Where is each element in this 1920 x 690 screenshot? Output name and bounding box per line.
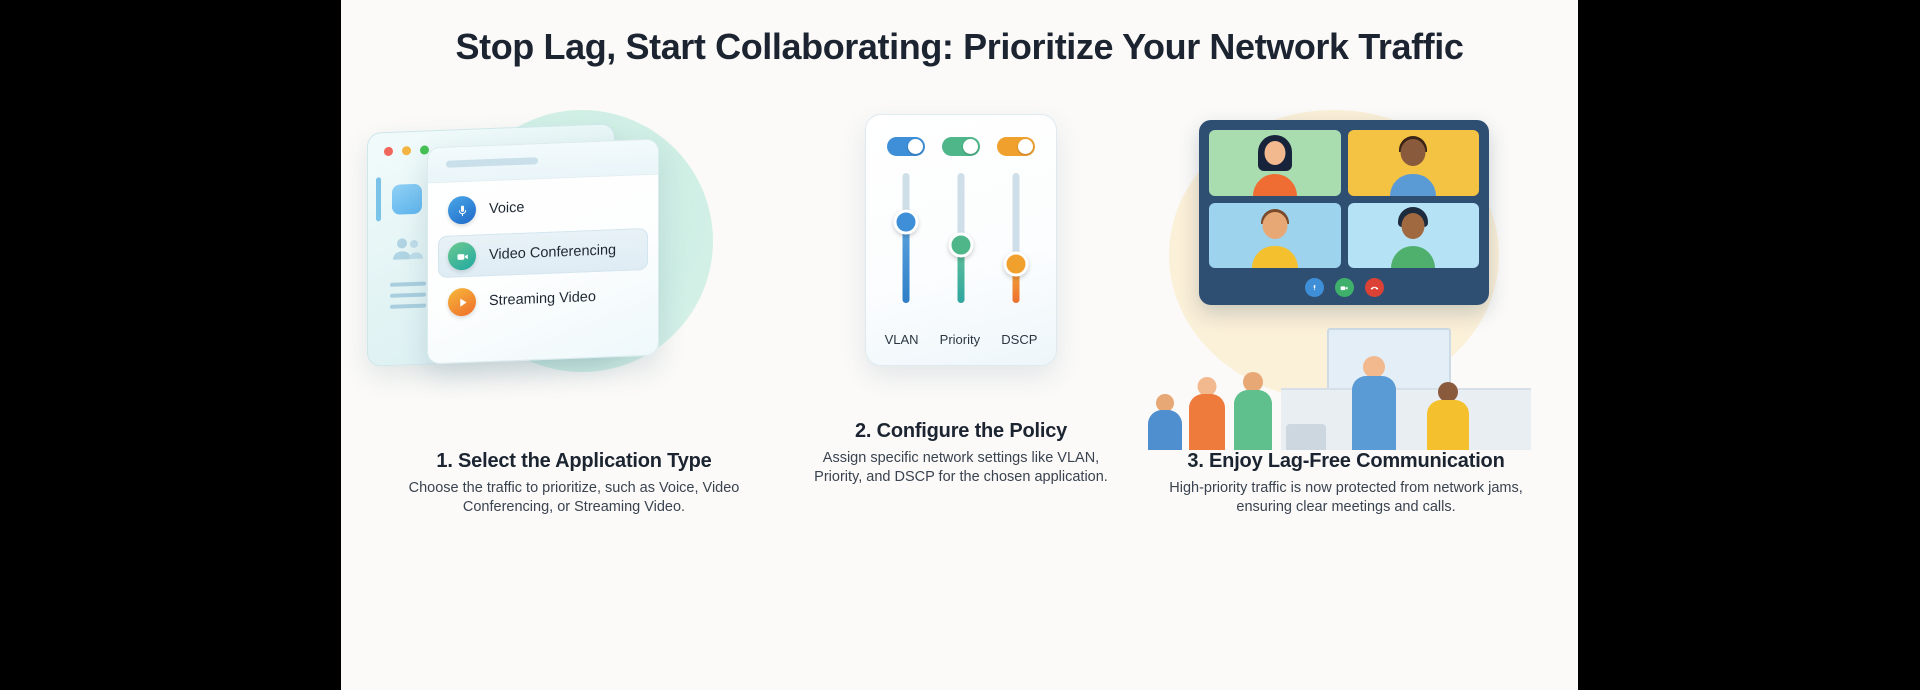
microphone-button[interactable] (1304, 278, 1324, 297)
slider-knob-vlan[interactable] (893, 209, 919, 235)
person-1 (1145, 394, 1185, 450)
step-3-caption: 3. Enjoy Lag-Free Communication High-pri… (1131, 450, 1561, 516)
participant-tile-4 (1347, 202, 1479, 268)
person-3 (1229, 370, 1277, 450)
microphone-icon (448, 195, 476, 225)
content-canvas: Stop Lag, Start Collaborating: Prioritiz… (341, 0, 1578, 690)
step-2-illustration: VLAN Priority DSCP (796, 110, 1126, 420)
video-call-monitor (1199, 120, 1489, 305)
step-3-enjoy-lag-free-communication: 3. Enjoy Lag-Free Communication High-pri… (1131, 110, 1561, 516)
policy-settings-card: VLAN Priority DSCP (865, 114, 1057, 366)
participant-tile-1 (1209, 130, 1341, 196)
list-lines-icon[interactable] (390, 281, 426, 315)
dashboard-tile-icon[interactable] (392, 183, 422, 215)
person-5 (1423, 382, 1473, 450)
people-icon[interactable] (390, 235, 426, 260)
step-2-body: Assign specific network settings like VL… (814, 450, 1108, 485)
application-list-window: Voice Video Conferencing (427, 138, 659, 365)
participant-tile-3 (1209, 202, 1341, 268)
close-dot-icon[interactable] (384, 146, 393, 157)
video-camera-icon (448, 241, 476, 271)
step-1-illustration: Voice Video Conferencing (359, 110, 789, 450)
step-3-body: High-priority traffic is now protected f… (1169, 480, 1523, 515)
person-4-presenter (1347, 354, 1401, 450)
participant-tile-2 (1347, 130, 1479, 196)
meeting-room-people (1148, 340, 1551, 450)
step-2-heading: 2. Configure the Policy (854, 420, 1068, 442)
toggle-vlan[interactable] (886, 137, 925, 156)
app-label-video-conferencing: Video Conferencing (489, 242, 617, 264)
step-3-heading: 3. Enjoy Lag-Free Communication (1187, 450, 1505, 472)
app-label-streaming-video: Streaming Video (489, 288, 596, 310)
slider-label-priority: Priority (939, 332, 981, 347)
laptop (1285, 402, 1327, 450)
slider-knob-dscp[interactable] (1003, 251, 1029, 277)
step-1-select-application-type: Voice Video Conferencing (359, 110, 789, 516)
sidebar-active-rail (376, 177, 381, 222)
application-list: Voice Video Conferencing (438, 182, 648, 328)
step-2-configure-the-policy: VLAN Priority DSCP 2. Configure the Poli… (796, 110, 1126, 486)
window-titlebar (428, 139, 658, 184)
slider-row (866, 173, 1056, 303)
play-icon (448, 287, 476, 317)
page-title: Stop Lag, Start Collaborating: Prioritiz… (455, 26, 1464, 67)
toggle-priority[interactable] (941, 137, 980, 156)
app-label-voice: Voice (489, 199, 525, 218)
step-1-caption: 1. Select the Application Type Choose th… (359, 450, 789, 516)
step-2-caption: 2. Configure the Policy Assign specific … (796, 420, 1126, 486)
app-row-voice[interactable]: Voice (438, 182, 648, 232)
slider-label-vlan: VLAN (884, 332, 919, 347)
toggle-dscp[interactable] (997, 137, 1036, 156)
slider-vlan[interactable] (889, 173, 923, 303)
participant-grid (1209, 130, 1479, 268)
step-3-illustration (1131, 110, 1561, 450)
person-2 (1185, 376, 1229, 450)
step-1-heading: 1. Select the Application Type (436, 450, 712, 472)
window-traffic-lights (384, 145, 429, 157)
slider-label-dscp: DSCP (1001, 332, 1038, 347)
camera-button[interactable] (1334, 278, 1354, 297)
minimize-dot-icon[interactable] (402, 146, 411, 156)
toggle-row (866, 137, 1056, 156)
step-1-body: Choose the traffic to prioritize, such a… (408, 480, 740, 515)
slider-dscp[interactable] (999, 173, 1033, 303)
app-row-streaming-video[interactable]: Streaming Video (438, 274, 648, 324)
background-window (367, 123, 615, 367)
slider-labels: VLAN Priority DSCP (866, 332, 1056, 347)
call-controls (1199, 278, 1489, 297)
end-call-button[interactable] (1364, 278, 1384, 297)
app-row-video-conferencing[interactable]: Video Conferencing (438, 227, 648, 279)
slider-knob-priority[interactable] (948, 232, 974, 257)
slider-priority[interactable] (944, 173, 978, 303)
